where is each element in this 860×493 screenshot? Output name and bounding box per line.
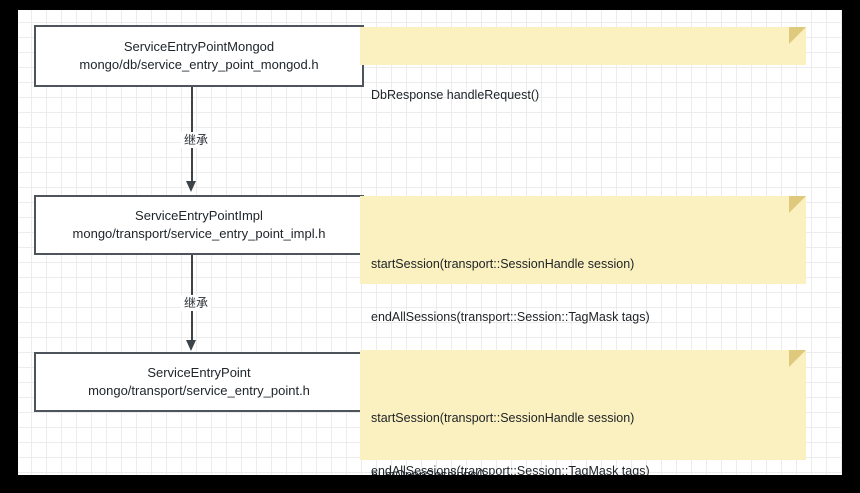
class-box-service-entry-point[interactable]: ServiceEntryPoint mongo/transport/servic… — [34, 352, 364, 412]
note-service-entry-point-impl[interactable]: startSession(transport::SessionHandle se… — [360, 196, 806, 475]
diagram-canvas[interactable]: ServiceEntryPointMongod mongo/db/service… — [18, 10, 842, 475]
class-path-service-entry-point: mongo/transport/service_entry_point.h — [88, 383, 310, 398]
note-fold-icon — [789, 350, 806, 367]
note-fold-icon — [789, 27, 806, 44]
note-line: startSession(transport::SessionHandle se… — [371, 256, 635, 271]
class-name-service-entry-point: ServiceEntryPoint — [147, 365, 251, 380]
note-fold-icon — [789, 196, 806, 213]
note-line: numOpenSessions() — [371, 467, 485, 475]
note-service-entry-point[interactable]: startSession(transport::SessionHandle se… — [360, 350, 806, 475]
class-box-service-entry-point-mongod[interactable]: ServiceEntryPointMongod mongo/db/service… — [34, 25, 364, 87]
edge-arrowhead-mongod-to-impl — [186, 181, 196, 192]
class-path-service-entry-point-impl: mongo/transport/service_entry_point_impl… — [72, 226, 326, 241]
note-service-entry-point-mongod[interactable]: DbResponse handleRequest() — [360, 27, 806, 102]
note-line: DbResponse handleRequest() — [371, 87, 540, 102]
note-line: startSession(transport::SessionHandle se… — [371, 410, 635, 425]
note-line: endAllSessions(transport::Session::TagMa… — [371, 463, 650, 475]
class-name-service-entry-point-impl: ServiceEntryPointImpl — [135, 208, 263, 223]
edge-arrowhead-impl-to-base — [186, 340, 196, 351]
edge-label-mongod-to-impl: 继承 — [181, 132, 212, 148]
class-path-service-entry-point-mongod: mongo/db/service_entry_point_mongod.h — [79, 57, 319, 72]
class-name-service-entry-point-mongod: ServiceEntryPointMongod — [123, 39, 275, 54]
note-line: endAllSessions(transport::Session::TagMa… — [371, 309, 650, 324]
class-box-service-entry-point-impl[interactable]: ServiceEntryPointImpl mongo/transport/se… — [34, 195, 364, 255]
edge-label-impl-to-base: 继承 — [181, 295, 212, 311]
